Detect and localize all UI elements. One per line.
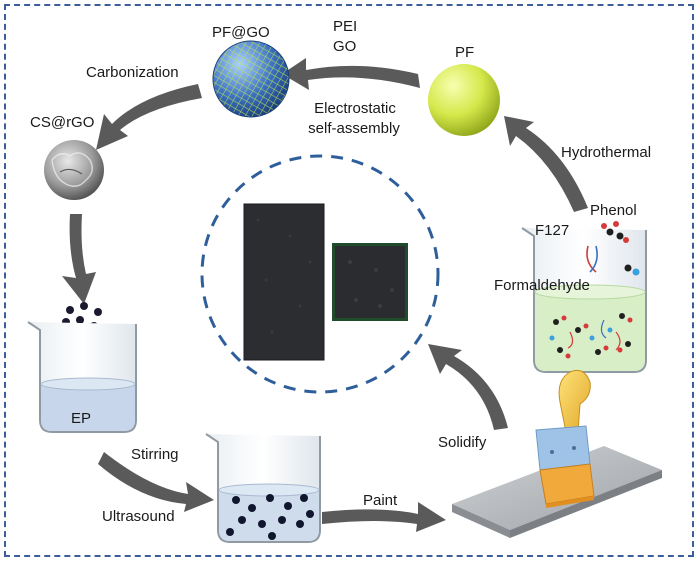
pf-go-sphere-icon (212, 40, 290, 118)
coating-sample-icon (243, 203, 408, 361)
cs-rgo-particle-icon (44, 140, 104, 200)
arrow-plate-to-center (428, 344, 508, 430)
label-carbonization: Carbonization (86, 64, 179, 81)
arrow-ep-to-mix (98, 452, 214, 512)
label-f127: F127 (535, 222, 570, 239)
molecule-markers (549, 221, 640, 359)
diagram-frame (4, 4, 694, 557)
paint-brush-icon (535, 369, 595, 508)
label-self-assembly: self-assembly (308, 120, 400, 137)
label-solidify: Solidify (438, 434, 487, 451)
label-ultrasound: Ultrasound (102, 508, 175, 525)
arrow-pfgo-to-csrgo (96, 84, 202, 150)
beaker-mixed-icon (205, 433, 321, 543)
label-cs-rgo: CS@rGO (30, 114, 95, 131)
label-ep: EP (71, 410, 92, 427)
label-pf-go: PF@GO (212, 24, 270, 41)
center-dashed-circle (200, 154, 440, 394)
pf-sphere-icon (428, 64, 500, 136)
label-formaldehyde: Formaldehyde (494, 277, 590, 294)
label-stirring: Stirring (131, 446, 179, 463)
label-paint: Paint (363, 492, 398, 509)
label-hydrothermal: Hydrothermal (561, 144, 652, 161)
arrow-pf-to-pfgo (282, 58, 420, 90)
label-go: GO (333, 38, 357, 55)
arrow-beaker-to-pf (504, 116, 588, 212)
arrow-csrgo-to-ep (62, 214, 96, 304)
label-pei: PEI (333, 18, 358, 35)
label-phenol: Phenol (590, 202, 637, 219)
arrow-mix-to-plate (322, 502, 446, 532)
label-pf: PF (455, 44, 475, 61)
label-electrostatic: Electrostatic (314, 100, 396, 117)
beaker-formaldehyde-icon (521, 221, 647, 373)
beaker-icon (27, 321, 137, 433)
